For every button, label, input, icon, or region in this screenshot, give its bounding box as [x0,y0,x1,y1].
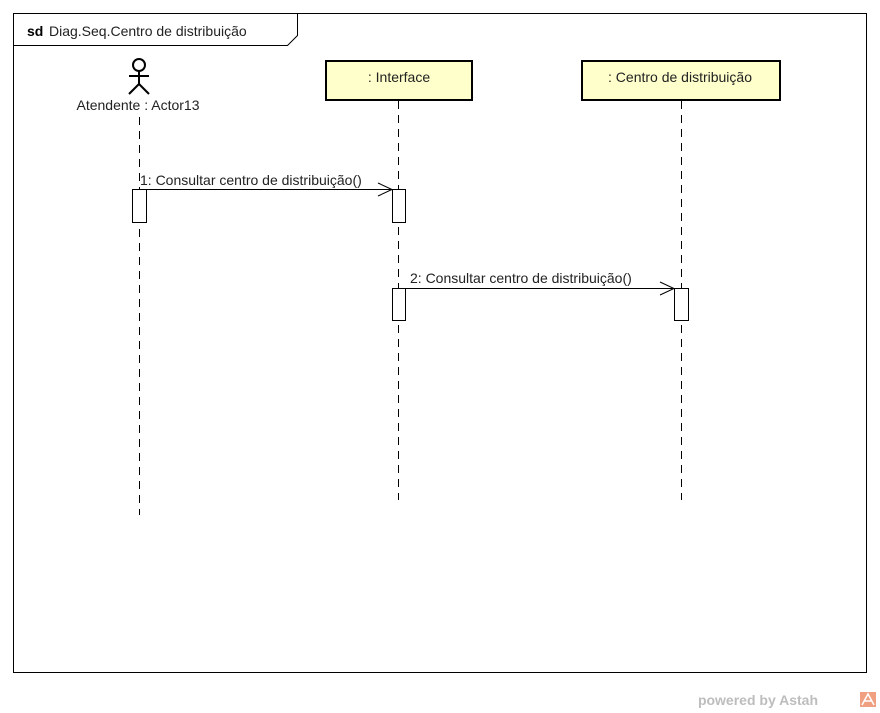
diagram-frame [13,13,867,673]
actor-label: Atendente : Actor13 [77,97,200,113]
frame-title: Diag.Seq.Centro de distribuição [49,23,247,39]
lifeline-centro-head[interactable]: : Centro de distribuição [581,60,781,101]
frame-keyword: sd [27,23,43,39]
activation-interface-1 [392,189,406,223]
actor-stick-figure-icon [128,58,150,95]
message-1-label: 1: Consultar centro de distribuição() [140,172,362,188]
activation-centro [674,288,689,321]
activation-actor [132,189,147,223]
message-2[interactable]: 2: Consultar centro de distribuição() [406,270,676,296]
lifeline-interface-label: : Interface [368,69,430,85]
message-2-label: 2: Consultar centro de distribuição() [410,270,632,286]
lifeline-centro-label: : Centro de distribuição [608,69,752,85]
message-2-arrowhead-icon [659,281,676,296]
actor-atendente[interactable]: Atendente : Actor13 [77,58,200,113]
frame-name-tab [13,13,298,46]
message-1-arrowhead-icon [377,182,394,197]
message-1[interactable]: 1: Consultar centro de distribuição() [140,172,394,197]
watermark-text: powered by Astah [698,692,818,708]
astah-logo-icon [860,692,876,707]
activation-interface-2 [392,288,406,321]
lifeline-interface-head[interactable]: : Interface [325,60,473,101]
